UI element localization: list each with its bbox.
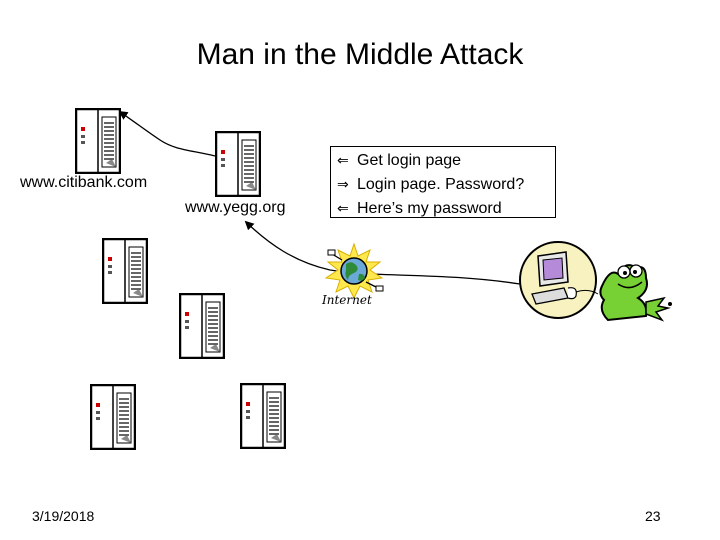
yegg-label: www.yegg.org xyxy=(185,199,286,216)
server-icon xyxy=(179,293,225,359)
slide-title: Man in the Middle Attack xyxy=(196,38,524,71)
server-icon-citibank xyxy=(75,108,121,174)
footer-date: 3/19/2018 xyxy=(32,508,95,524)
message-box: ⇐ Get login page ⇒ Login page. Password? ⇐… xyxy=(330,146,556,218)
left-double-arrow-icon: ⇐ xyxy=(337,201,349,217)
right-double-arrow-icon: ⇒ xyxy=(337,177,349,193)
internet-globe-icon: Internet xyxy=(321,242,384,307)
server-icon xyxy=(102,238,148,304)
arrow-yegg-to-citibank xyxy=(118,110,216,157)
message-line: ⇒ Login page. Password? xyxy=(337,173,555,197)
citibank-label: www.citibank.com xyxy=(20,174,148,191)
left-double-arrow-icon: ⇐ xyxy=(337,153,349,169)
message-line: ⇐ Get login page xyxy=(337,149,555,173)
server-icon xyxy=(240,383,286,449)
server-icon xyxy=(90,384,136,450)
internet-label: Internet xyxy=(321,293,372,307)
message-text: Get login page xyxy=(357,152,462,169)
footer-page-number: 23 xyxy=(645,508,661,524)
message-text: Here’s my password xyxy=(357,200,502,217)
message-text: Login page. Password? xyxy=(357,176,525,193)
message-line: ⇐ Here’s my password xyxy=(337,197,555,221)
frog-user-at-computer-icon xyxy=(519,241,672,322)
server-icon-yegg xyxy=(215,131,261,197)
